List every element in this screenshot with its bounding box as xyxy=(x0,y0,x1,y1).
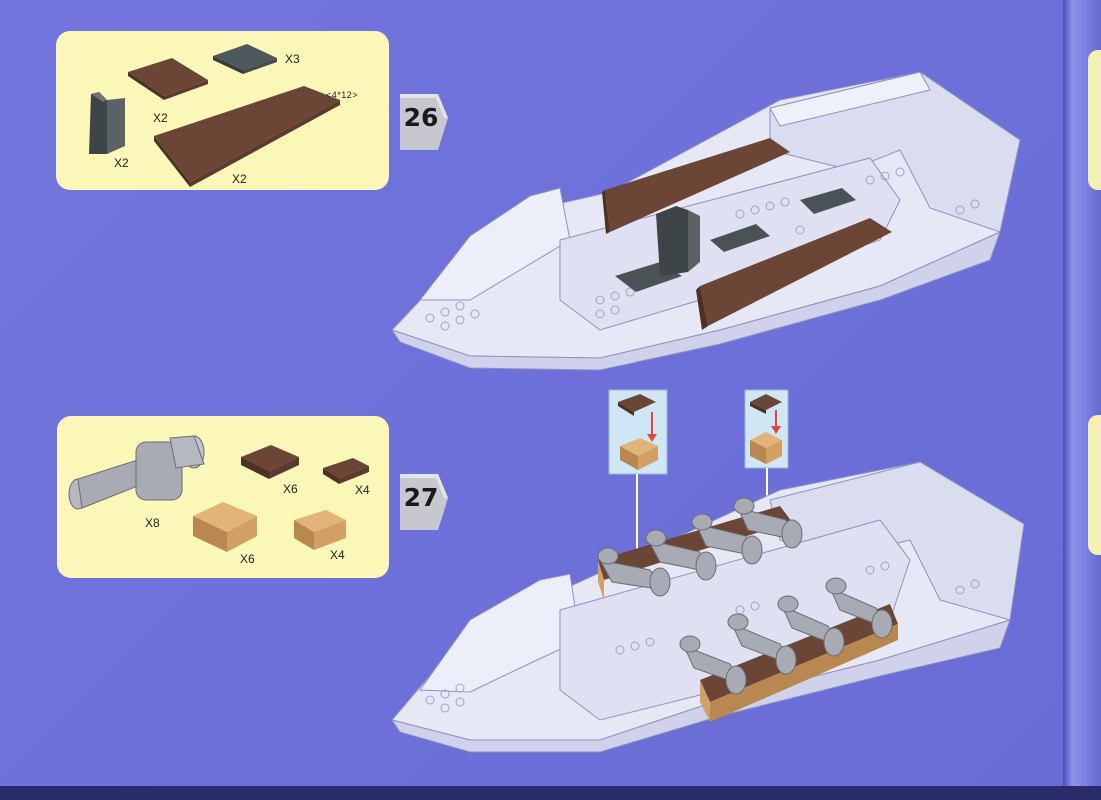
tan-brick-1x2 xyxy=(294,510,346,550)
step-27-arrow xyxy=(400,474,448,530)
large-plate-size: <4*12> xyxy=(326,90,359,100)
callout-right xyxy=(744,389,789,514)
step-26-number: 26 xyxy=(403,103,439,132)
brown-brick-1x2 xyxy=(323,458,369,484)
brown-plate-small xyxy=(128,58,208,100)
cannon-part xyxy=(68,435,205,510)
brown-plate-placed xyxy=(602,138,790,234)
dark-slope-brick xyxy=(89,92,125,154)
brown-plate-placed xyxy=(696,218,892,330)
cannon-mount-row-back xyxy=(598,506,792,600)
dark-slope-placed xyxy=(656,206,700,276)
brown-brick-2x2-qty: X6 xyxy=(283,482,298,496)
brown-brick-2x2 xyxy=(241,445,299,479)
page-tab xyxy=(1088,50,1101,190)
step-26-arrow xyxy=(400,94,448,150)
cannons-front xyxy=(679,577,893,695)
tan-brick-2x2-qty: X6 xyxy=(240,552,255,566)
brown-brick-1x2-qty: X4 xyxy=(355,483,370,497)
page-bottom-edge xyxy=(0,786,1101,800)
tan-brick-2x2 xyxy=(193,502,257,552)
brown-plate-large xyxy=(154,86,340,187)
dark-plate xyxy=(213,44,277,74)
cannon-qty: X8 xyxy=(145,516,160,530)
cannons-back xyxy=(597,497,803,597)
dark-slope-qty: X2 xyxy=(114,156,129,170)
brown-plate-small-qty: X2 xyxy=(153,111,168,125)
callout-left xyxy=(608,389,668,560)
brown-plate-large-qty: X2 xyxy=(232,172,247,186)
dark-plate-qty: X3 xyxy=(285,52,300,66)
dark-plate-placed xyxy=(800,188,856,214)
step-27-parts-box xyxy=(57,416,389,578)
dark-plate-placed xyxy=(710,224,770,252)
cannon-mount-row-front xyxy=(700,604,898,722)
page-tab xyxy=(1088,415,1101,555)
step-27-number: 27 xyxy=(403,483,439,512)
tan-brick-1x2-qty: X4 xyxy=(330,548,345,562)
